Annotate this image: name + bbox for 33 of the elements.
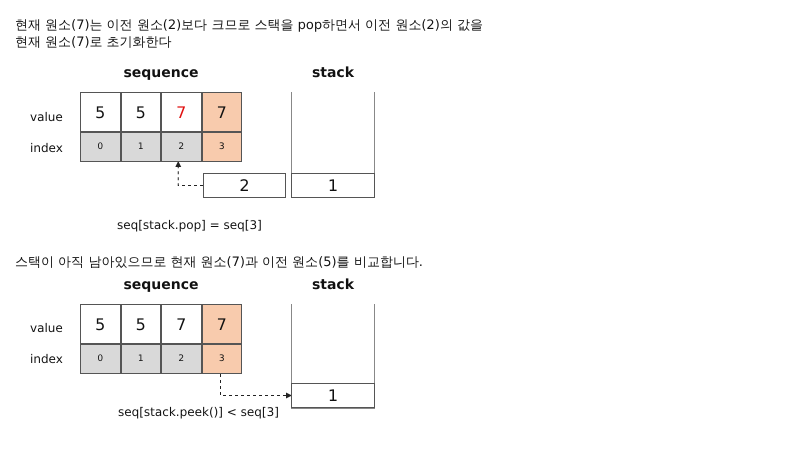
value-cell: 5 (80, 304, 120, 344)
index-cell: 0 (80, 132, 120, 162)
stack-item: 1 (291, 383, 375, 408)
value-cell: 7 (202, 304, 242, 344)
index-cell: 0 (80, 344, 120, 374)
code-expression: seq[stack.pop] = seq[3] (117, 218, 262, 232)
stack-item: 1 (291, 173, 375, 198)
array-title: sequence (122, 65, 200, 81)
index-cell: 1 (120, 344, 161, 374)
value-cell: 5 (120, 92, 161, 132)
value-cell: 5 (80, 92, 120, 132)
value-cell: 5 (120, 304, 161, 344)
index-cell: 2 (161, 344, 202, 374)
index-cell: 2 (161, 132, 202, 162)
index-cell: 1 (120, 132, 161, 162)
arrow (175, 161, 204, 186)
row-label: value (30, 110, 63, 124)
value-cell: 7 (161, 92, 202, 132)
stack-title: stack (310, 65, 356, 81)
code-expression: seq[stack.peek()] < seq[3] (118, 405, 279, 419)
description-text: 현재 원소(7)는 이전 원소(2)보다 크므로 스택을 pop하면서 이전 원소(2)의 값을 현재 원소(7)로 초기화한다 (15, 18, 484, 52)
row-label: index (30, 352, 63, 366)
arrow (220, 374, 292, 398)
row-label: index (30, 141, 63, 155)
value-cell: 7 (202, 92, 242, 132)
stack-title: stack (310, 277, 356, 293)
popped-value-box: 2 (203, 173, 286, 198)
array-title: sequence (122, 277, 200, 293)
index-cell: 3 (202, 344, 242, 374)
index-cell: 3 (202, 132, 242, 162)
value-cell: 7 (161, 304, 202, 344)
description-text: 스택이 아직 남아있으므로 현재 원소(7)과 이전 원소(5)를 비교합니다. (15, 254, 423, 271)
row-label: value (30, 321, 63, 335)
